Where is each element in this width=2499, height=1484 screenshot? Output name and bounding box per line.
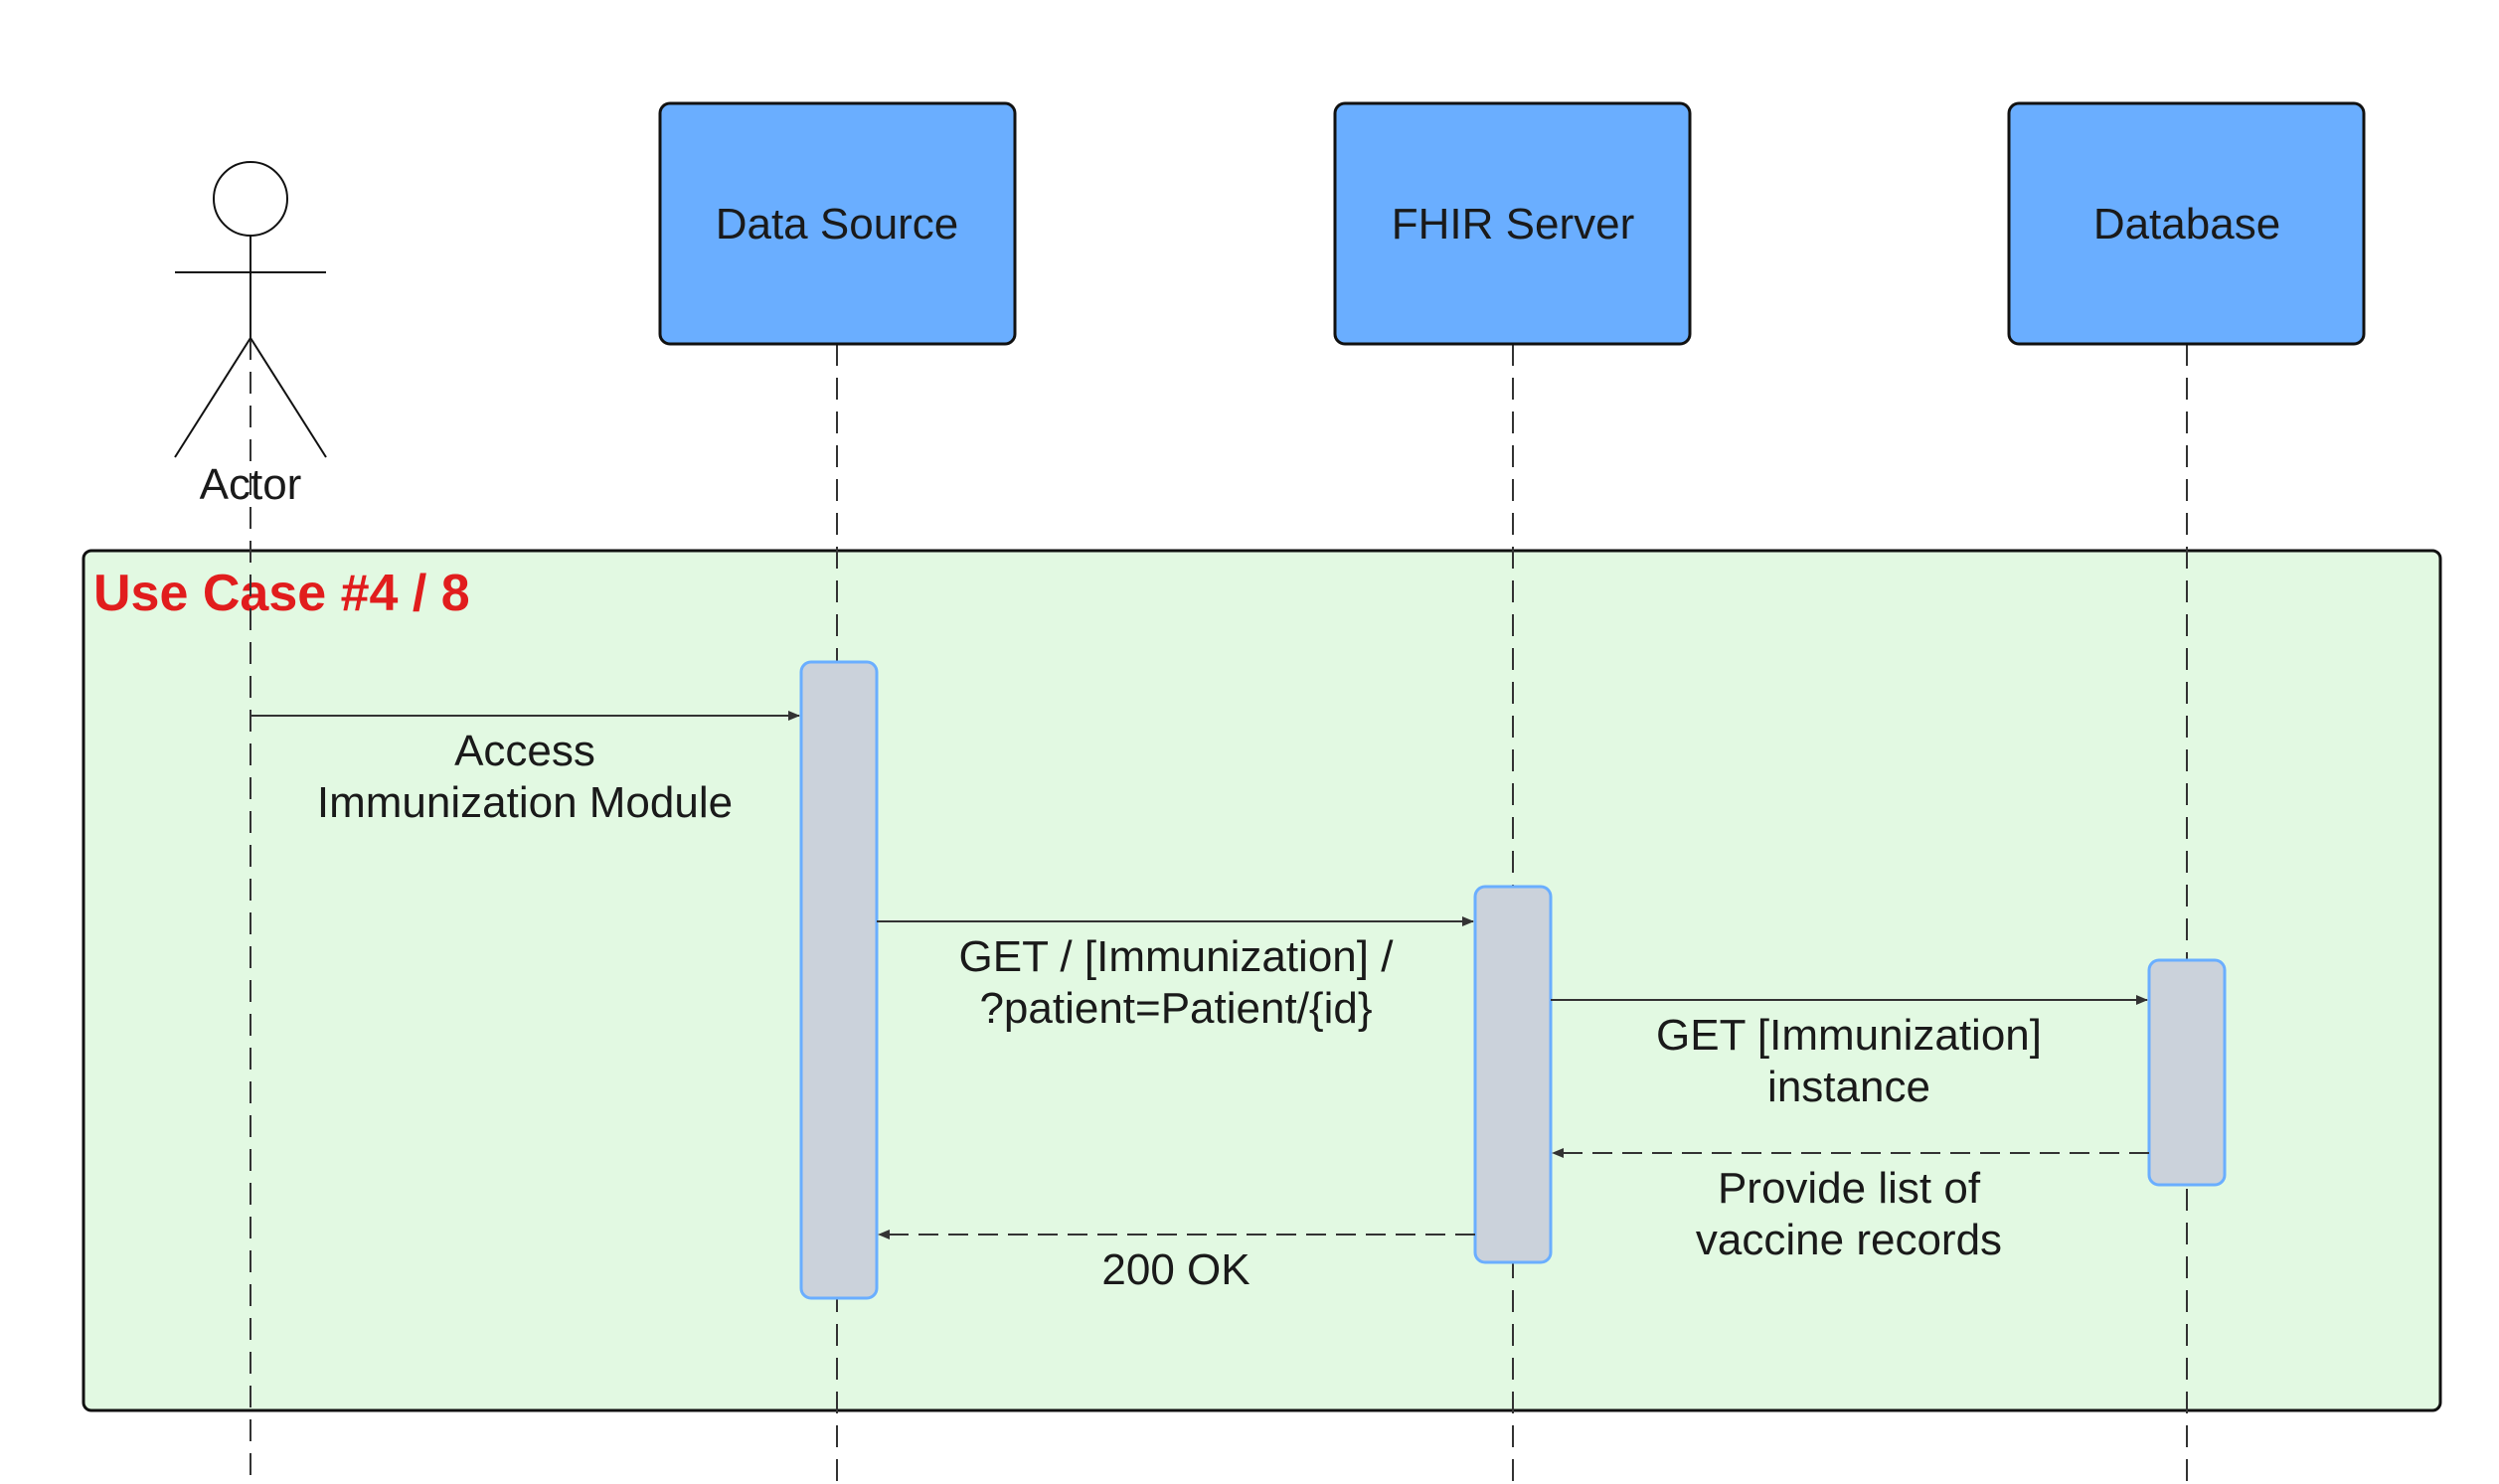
message-label: Provide list of [1718,1164,1981,1213]
message-label: Immunization Module [317,778,733,827]
actor-figure-icon [174,161,327,458]
participant-label: Database [2093,200,2280,248]
activation-database [2147,958,2227,1187]
message-label: 200 OK [1101,1245,1250,1294]
message-label: instance [1767,1063,1930,1111]
participant-fhir-server: FHIR Server [1333,101,1692,346]
participant-label: FHIR Server [1392,200,1634,248]
use-case-title: Use Case #4 / 8 [93,565,470,622]
message-label: vaccine records [1696,1216,2002,1264]
message-label: ?patient=Patient/{id} [979,984,1372,1033]
actor-label: Actor [200,460,302,509]
participant-data-source: Data Source [658,101,1017,346]
activation-fhir-server [1473,885,1553,1264]
participant-database: Database [2007,101,2366,346]
activation-data-source [799,660,879,1300]
message-label: GET / [Immunization] / [959,932,1395,981]
message-label: Access [454,727,595,775]
participant-label: Data Source [716,200,959,248]
message-label: GET [Immunization] [1656,1011,2042,1060]
use-case-frame [82,549,2442,1412]
